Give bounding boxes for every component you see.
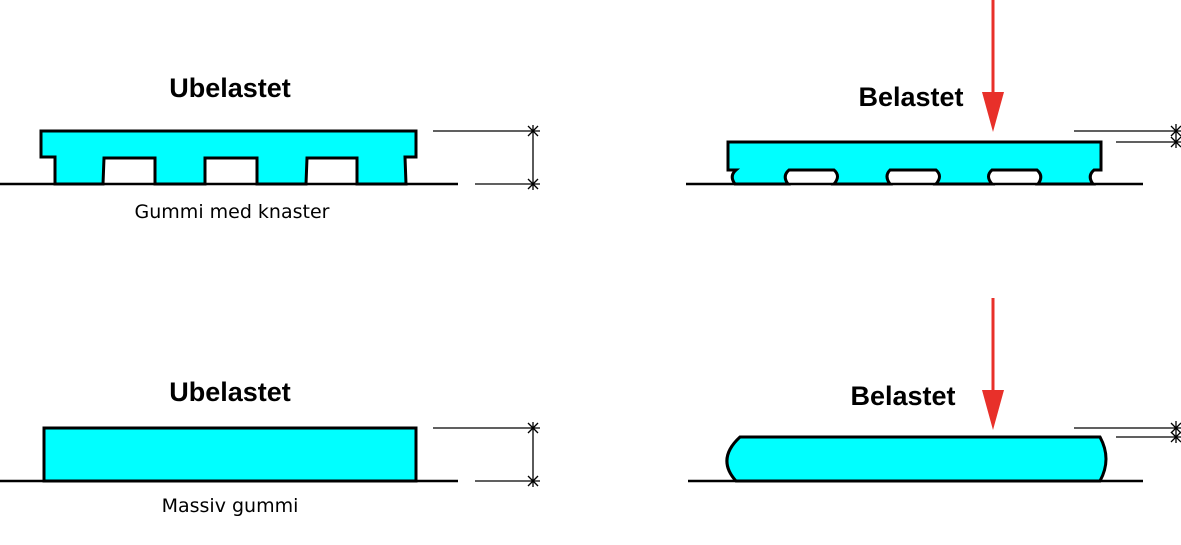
unloaded-studded-rubber: Ubelastet Gummi med knaster	[0, 73, 540, 223]
title-unloaded-solid: Ubelastet	[169, 377, 291, 407]
studded-rubber-shape	[39, 129, 418, 186]
height-dimension	[433, 125, 540, 190]
height-dimension	[433, 422, 540, 487]
compressed-studded-rubber-shape	[726, 140, 1103, 186]
unloaded-solid-rubber: Ubelastet Massiv gummi	[0, 377, 540, 517]
loaded-studded-rubber: Belastet	[686, 0, 1181, 186]
height-dimension	[1074, 421, 1181, 443]
loaded-solid-rubber: Belastet	[688, 298, 1181, 483]
bulged-solid-rubber-shape	[725, 435, 1108, 483]
solid-rubber-shape	[42, 426, 418, 483]
title-loaded-studded: Belastet	[858, 82, 963, 112]
caption-studded-rubber: Gummi med knaster	[135, 201, 330, 223]
height-dimension	[1074, 124, 1181, 148]
title-unloaded-studded: Ubelastet	[169, 73, 291, 103]
title-loaded-solid: Belastet	[850, 381, 955, 411]
load-arrow	[982, 0, 1004, 132]
caption-solid-rubber: Massiv gummi	[162, 495, 299, 517]
load-arrow	[982, 298, 1004, 430]
